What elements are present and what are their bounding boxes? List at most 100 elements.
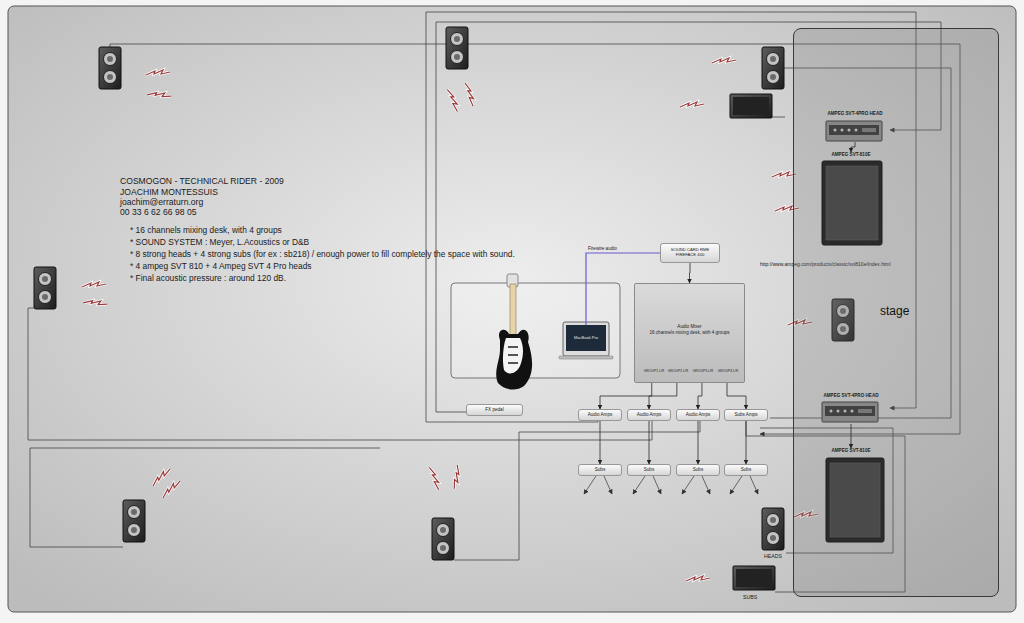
connector — [698, 421, 699, 464]
speaker — [34, 267, 56, 309]
amp-box: Subs Amps — [724, 409, 768, 421]
node-text: Subs — [644, 467, 654, 472]
node-text: SOUND CARD RME FIREFACE 400 — [669, 248, 711, 258]
sound-bolt — [160, 479, 182, 498]
node-text: Subs — [595, 467, 605, 472]
sub-outputs — [584, 476, 758, 494]
part-label: SUBS — [743, 595, 757, 601]
guitar-illustration — [496, 274, 532, 390]
speaker — [432, 518, 454, 560]
guitar-body — [496, 330, 532, 390]
node-text: AMPEG SVT-810E — [831, 152, 870, 157]
node-text: FX pedal — [485, 407, 503, 412]
node-text: Subs — [741, 467, 751, 472]
amp-box: Audio Amps — [676, 409, 720, 421]
wire — [454, 421, 700, 560]
node-text: Subs — [693, 467, 703, 472]
sound-card-box: SOUND CARD RME FIREFACE 400 — [660, 243, 720, 263]
requirement-note: * 16 channels mixing desk, with 4 groups — [130, 226, 282, 235]
connector — [698, 383, 702, 409]
node-text: 16 channels mixing desk, with 4 groups — [635, 330, 744, 335]
subwoofer — [733, 566, 775, 590]
sound-bolt — [83, 298, 108, 307]
laptop-illustration — [559, 322, 613, 359]
speaker — [446, 27, 468, 69]
sound-bolt — [147, 90, 172, 99]
venue-outline — [8, 6, 1016, 612]
sound-bolt — [447, 88, 459, 112]
sound-bolt — [82, 282, 106, 287]
sound-bolt — [686, 576, 710, 581]
output-arrow — [584, 476, 596, 494]
connector — [689, 263, 691, 283]
connector-label: Firewire audio — [588, 246, 617, 251]
output-arrow — [604, 476, 612, 494]
sound-bolt — [712, 58, 736, 63]
sound-bolt — [150, 467, 172, 486]
requirement-note: * 4 ampeg SVT 810 + 4 Ampeg SVT 4 Pro he… — [130, 262, 312, 271]
contact-text: 00 33 6 62 66 98 05 — [120, 208, 196, 217]
laptop-base — [559, 356, 613, 359]
speaker — [762, 508, 784, 550]
laptop-screen — [566, 325, 606, 351]
connector — [649, 383, 677, 409]
node-text: AMPEG SVT-810E — [831, 448, 870, 453]
node-text: Audio Mixer — [635, 324, 744, 329]
sound-bolt — [429, 466, 440, 490]
sub-box: Subs — [676, 464, 720, 476]
output-arrow — [682, 476, 694, 494]
sound-bolt — [146, 70, 170, 75]
sound-bolt — [451, 465, 462, 489]
part-label: HEADS — [764, 554, 782, 560]
node-text: GROUP2 L/R — [667, 370, 689, 374]
connector — [600, 421, 601, 464]
node-text: GROUP1 L/R — [643, 370, 665, 374]
guitar-pickguard — [503, 338, 523, 373]
node-text: GROUP3 L/R — [692, 370, 714, 374]
pedal-box: FX pedal — [466, 404, 523, 416]
output-arrow — [633, 476, 645, 494]
node-text: Audio Amps — [686, 412, 711, 417]
connector — [851, 424, 852, 448]
node-text: Audio Amps — [588, 412, 613, 417]
requirement-note: * Final acoustic pressure : around 120 d… — [130, 274, 286, 283]
speaker — [99, 47, 121, 89]
bass-head: AMPEG SVT-4PRO HEAD — [819, 111, 891, 142]
node-text: MacBook Pro — [574, 336, 598, 341]
wire — [30, 448, 380, 547]
title: COSMOGON - TECHNICAL RIDER - 2009 — [120, 177, 284, 186]
output-arrow — [702, 476, 710, 494]
speaker — [123, 500, 145, 542]
output-arrow — [653, 476, 661, 494]
output-arrow — [750, 476, 758, 494]
sub-box: Subs — [724, 464, 768, 476]
connector — [649, 421, 650, 464]
guitar-pickup — [508, 354, 518, 356]
mixer-box: Audio Mixer16 channels mixing desk, with… — [634, 283, 745, 383]
sub-box: Subs — [578, 464, 622, 476]
node-text: AMPEG SVT-4PRO HEAD — [823, 393, 878, 398]
amp-box: Audio Amps — [627, 409, 671, 421]
guitar-pickup — [508, 346, 518, 348]
connector — [727, 383, 746, 409]
contact-text: joachim@erraturn.org — [120, 198, 203, 207]
amp-box: Audio Amps — [578, 409, 622, 421]
sound-bolt — [465, 82, 475, 107]
guitar-neck — [510, 284, 516, 340]
node-text: AMPEG SVT-4PRO HEAD — [827, 111, 882, 116]
requirement-note: * SOUND SYSTEM : Meyer, L.Acoustics or D… — [130, 238, 309, 247]
subwoofer — [730, 94, 772, 118]
sound-bolt — [680, 102, 704, 107]
speaker — [762, 47, 784, 89]
bass-head: AMPEG SVT-4PRO HEAD — [813, 393, 889, 424]
output-arrow — [730, 476, 742, 494]
guitar-pickup — [508, 362, 518, 364]
player-area — [451, 283, 620, 378]
node-text: GROUP4 L/R — [717, 370, 739, 374]
connector — [746, 421, 747, 464]
contact-text: JOACHIM MONTESSUIS — [120, 188, 218, 197]
bass-cabinet: AMPEG SVT-810E — [809, 448, 893, 544]
